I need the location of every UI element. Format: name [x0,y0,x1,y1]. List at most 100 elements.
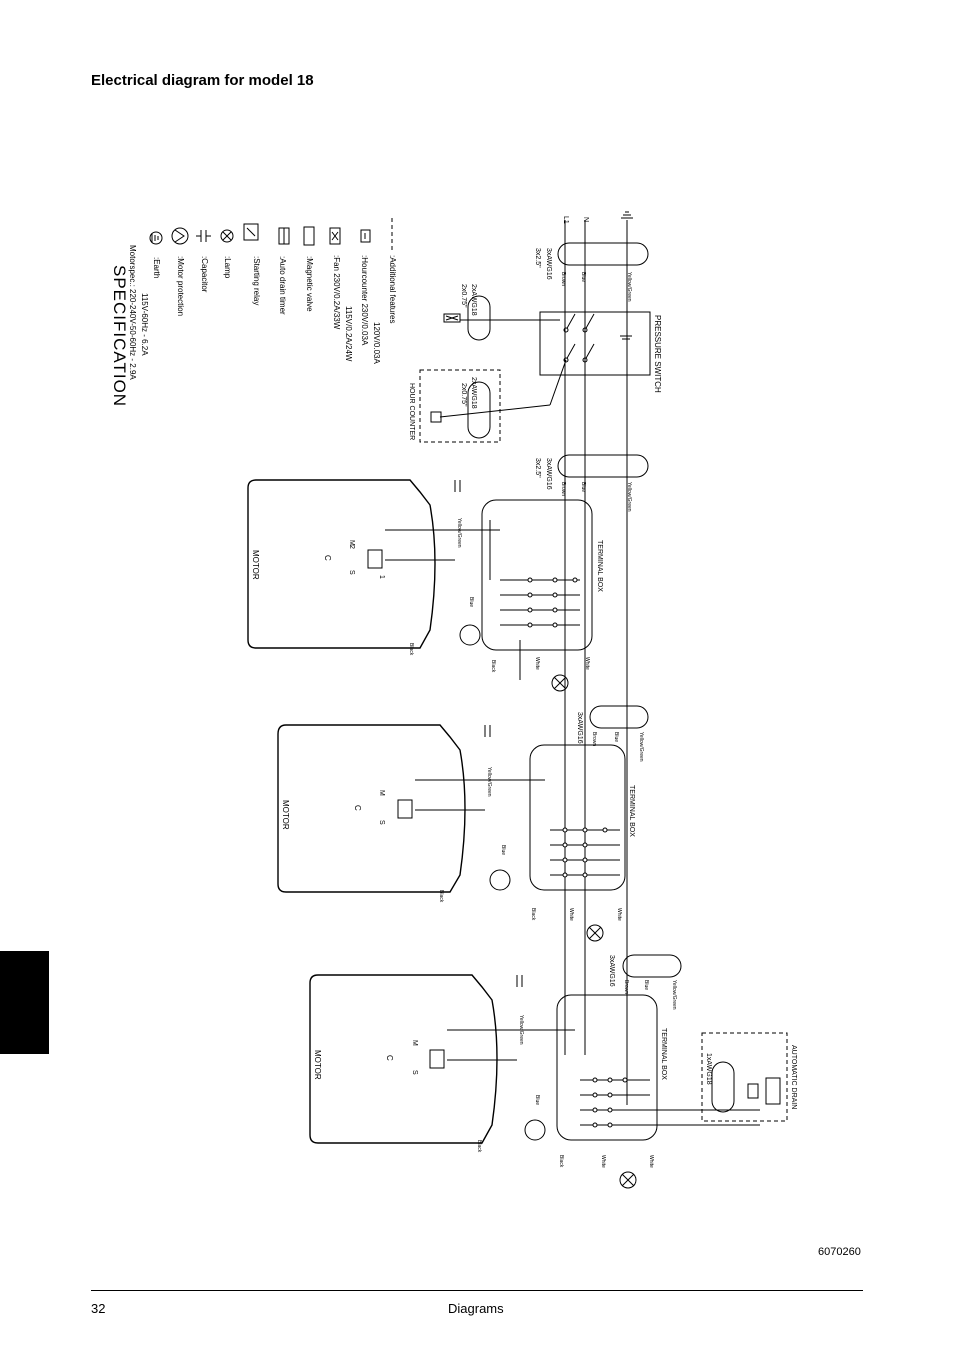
automatic-drain-cable-awg: 1xAWG18 [705,1053,712,1085]
pressure-switch-label: PRESSURE SWITCH [653,315,662,393]
motor-1-wire-black-2: Black [490,660,496,673]
cable-tube-2 [589,705,649,729]
spec-line-0: Motorspec.: 220-240V-50-60Hz - 2.9A [128,245,137,380]
motor-1-protection-icon [459,624,481,646]
cable-2-wire-yellow-green: Yellow/Green [638,732,644,762]
section-name: Diagrams [448,1301,504,1316]
motor-2-wire-yellow-green: Yellow/Green [486,767,492,797]
motor-3-term-c: C [385,1055,394,1061]
motor-2-lamp-icon [586,924,604,942]
electrical-diagram: SPECIFICATION Motorspec.: 220-240V-50-60… [110,211,797,1189]
terminal-box-1 [481,499,593,651]
motor-1-wire-yellow-green: Yellow/Green [456,518,462,548]
motor-2-terminals [562,827,608,878]
fan-symbol-icon [329,227,341,245]
supply-earth-icon [621,211,633,219]
terminal-box-3-label: TERMINAL BOX [660,1028,667,1080]
hourcounter-symbol-icon [360,229,371,243]
motor-3-capacitor-icon [516,975,523,987]
motor-unit-3: MOTOR C S M TERMINAL BOX Black Bla [309,954,760,1189]
motor-3-lamp-icon [619,1171,637,1189]
motor-3-housing [309,974,498,1144]
hour-counter-label: HOUR COUNTER [408,383,415,440]
motor-1-housing [247,479,436,649]
hourcounter-icon [430,411,442,423]
hour-counter-cable-size: 2x0.75" [460,383,467,407]
motor-3-term-m: M [411,1040,418,1046]
motor-1-term-1: 1 [378,575,385,579]
motor-2-capacitor-icon [484,725,491,737]
terminal-n-label: N [582,217,589,222]
cable-3-wire-yellow-green: Yellow/Green [671,980,677,1010]
cable-3-wire-blue: Blue [643,980,649,990]
fan-icon [443,313,461,323]
magnetic-valve-icon [765,1077,781,1105]
motor-3-label: MOTOR [313,1050,322,1080]
lamp-symbol-icon [220,229,234,243]
motor-1-starting-relay-icon [367,549,383,569]
cable-1-awg: 3xAWG16 [545,458,552,490]
cable-2-wire-blue: Blue [613,732,619,742]
spec-line-8: :Magnetic valve [305,256,314,312]
fan-cable: 2x0.75" 2xAWG18 [443,284,491,341]
terminal-box-2 [529,744,626,891]
earth-symbol-icon [149,231,163,245]
capacitor-symbol-icon [196,230,211,242]
motor-2-label: MOTOR [281,800,290,830]
spec-line-9: :Fan 230V/0.2A/33W [332,255,341,330]
motor-1-wire-white: White [534,657,540,670]
motor-3-protection-icon [524,1119,546,1141]
cable-1-wire-yellow-green: Yellow/Green [626,482,632,512]
cable-1-wire-blue: Blue [580,482,586,492]
motor-unit-1: MOTOR C S M 1 2 TERMINAL BOX [247,454,649,692]
motor-3-starting-relay-icon [429,1049,445,1069]
supply-cable-size: 3x2.5" [534,248,541,268]
cable-2-awg: 3xAWG16 [576,712,583,744]
motor-3-wire-yellow-green: Yellow/Green [518,1015,524,1045]
fan-cable-size: 2x0.75" [460,284,467,308]
motor-1-wire-blue: Blue [468,597,474,607]
spec-line-5: :Lamp [223,256,232,279]
spec-heading: SPECIFICATION [110,265,129,407]
motor-2-protection-icon [489,869,511,891]
motor-1-wire-black: Black [408,643,414,656]
spec-line-6: :Starting relay [252,256,261,305]
supply-cable-tube [557,242,649,266]
diagram-content: SPECIFICATION Motorspec.: 220-240V-50-60… [110,211,797,1189]
motor-2-wire-white-2: White [616,908,622,921]
terminal-box-1-label: TERMINAL BOX [596,540,603,592]
cable-3-awg: 3xAWG16 [608,955,615,987]
motor-3-wire-black: Black [476,1140,482,1153]
motor-2-term-c: C [353,805,362,811]
cable-3-wire-brown: Brown [623,980,629,994]
hour-counter: HOUR COUNTER 2x0.75" 2xAWG18 [408,369,501,443]
spec-line-2: :Earth [152,257,161,278]
spec-line-11: :Hourcounter 230V/0.03A [360,255,369,346]
terminal-l1-label: L1 [562,216,569,224]
starting-relay-symbol-icon [243,223,259,241]
supply-wire-yellow-green: Yellow/Green [626,272,632,302]
motor-2-starting-relay-icon [397,799,413,819]
auto-drain-timer-icon [747,1083,759,1099]
motor-3-term-s: S [411,1070,418,1075]
terminal-box-3 [556,994,658,1141]
specification-legend: SPECIFICATION Motorspec.: 220-240V-50-60… [110,218,397,407]
motor-2-housing [277,724,466,893]
cable-1-size: 3x2.5" [534,458,541,478]
cable-tube-3 [622,954,682,978]
supply-wire-blue: Blue [580,272,586,282]
spec-line-1: 115V-60Hz - 6.2A [140,293,149,356]
footer-rule [91,1290,863,1291]
cable-1-wire-brown: Brown [560,482,566,496]
motor-1-capacitor-icon [454,480,461,492]
fan-cable-awg: 2xAWG18 [470,284,477,316]
automatic-drain: AUTOMATIC DRAIN 1xAWG18 [701,1032,797,1122]
motor-3-wire-blue: Blue [534,1095,540,1105]
motor-3-wire-black-2: Black [558,1155,564,1168]
motor-1-term-2: 2 [348,545,355,549]
spec-line-12: 120V/0.03A [372,322,381,364]
supply-terminals: L1 N 3x2.5" 3xAWG16 Brown Blue Yellow/Gr… [534,211,649,302]
magnetic-valve-symbol-icon [303,226,315,246]
motor-1-wire-white-2: White [584,657,590,670]
motor-1-lamp-icon [551,674,569,692]
